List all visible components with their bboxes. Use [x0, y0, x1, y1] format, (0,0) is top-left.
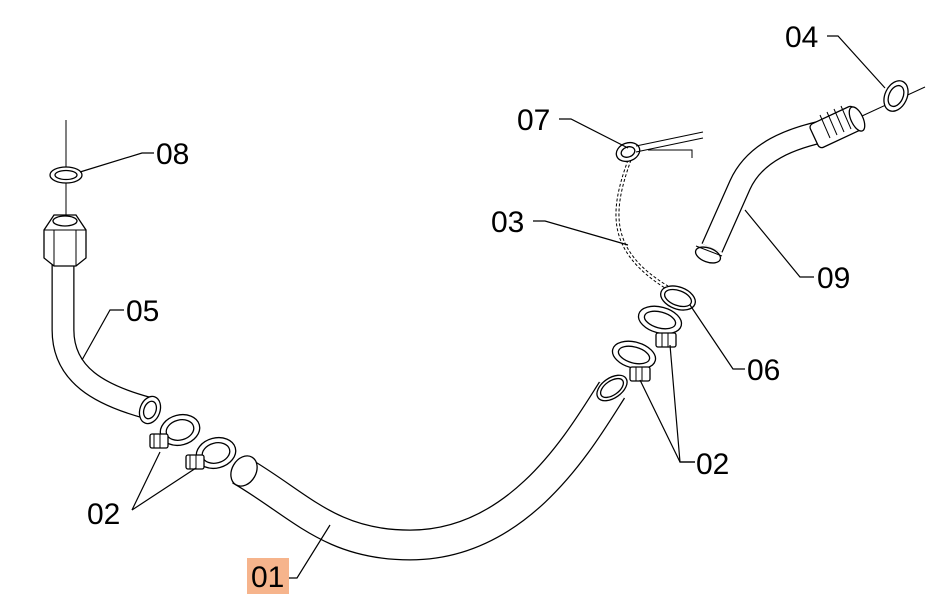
- highlight-box-01: [247, 558, 289, 594]
- hose-clamp-right-a: [637, 305, 683, 348]
- hose-clamp-left-b: [185, 436, 237, 470]
- bead-chain-03: [615, 159, 669, 289]
- callout-08: 08: [156, 138, 189, 171]
- elbow-fitting-09: [694, 105, 866, 264]
- callout-07: 07: [517, 104, 550, 137]
- callout-02-right: 02: [696, 448, 729, 481]
- bent-pipe-05: [43, 214, 162, 425]
- hose-clamp-right-b: [611, 340, 657, 382]
- hose-clamp-left-a: [149, 413, 201, 449]
- o-ring-06: [660, 285, 696, 311]
- callout-02-left: 02: [87, 498, 120, 531]
- leader-lines: [79, 35, 886, 579]
- cap-07: [615, 131, 704, 163]
- main-hose-01: [230, 374, 628, 561]
- callout-06: 06: [747, 354, 780, 387]
- o-ring-04: [883, 80, 909, 112]
- callout-09: 09: [817, 262, 850, 295]
- callout-01: 01: [251, 561, 284, 594]
- callout-03: 03: [491, 206, 524, 239]
- o-ring-08: [49, 166, 83, 184]
- callout-04: 04: [785, 21, 818, 54]
- callout-05: 05: [126, 295, 159, 328]
